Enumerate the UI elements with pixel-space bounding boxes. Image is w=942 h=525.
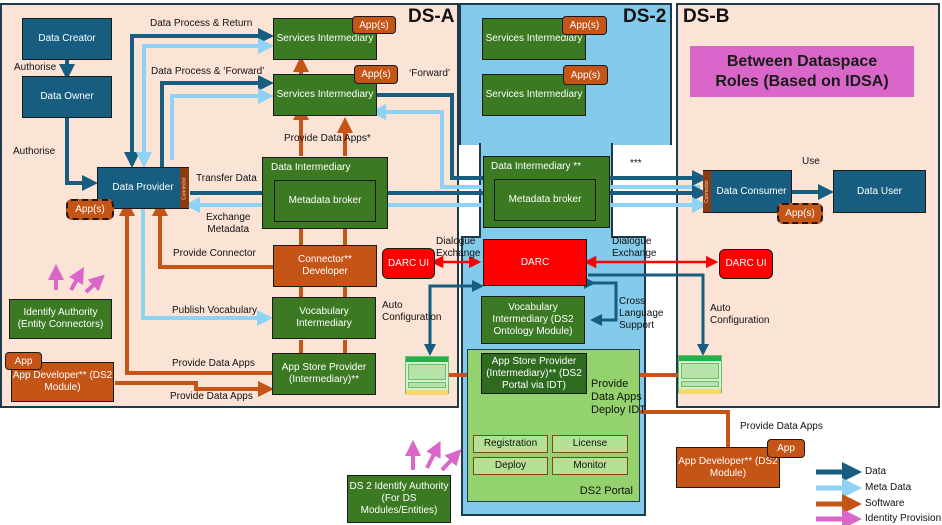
identify-authority-box: Identify Authority (Entity Connectors): [9, 299, 112, 339]
ds-b-title: DS-B: [683, 6, 730, 27]
label-transfer-data: Transfer Data: [196, 173, 257, 184]
label-dialogue-exchange-right: Dialogue Exchange: [612, 236, 657, 259]
legend-label-data: Data: [865, 466, 887, 477]
ds-2-metadata-broker: Metadata broker: [494, 179, 596, 221]
label-data-process-forward: Data Process & ‘Forward’: [151, 66, 265, 77]
banner-line-2: Roles (Based on IDSA): [715, 72, 889, 90]
label-provide-deploy: Provide Data Apps Deploy IDT: [591, 378, 647, 416]
data-consumer-label: Data Consumer: [716, 185, 787, 197]
ds-a-config-thumbnail: [405, 356, 449, 395]
ds-a-vocabulary-intermediary: Vocabulary Intermediary: [272, 297, 376, 339]
ds-b-darc-ui: DARC UI: [719, 249, 773, 279]
ds2-portal-title: DS2 Portal: [579, 485, 633, 497]
label-forward: ‘Forward’: [409, 68, 451, 79]
label-provide-data-apps-star: Provide Data Apps*: [284, 133, 371, 144]
arrow-provide-connector: [152, 200, 275, 269]
portal-module-registration[interactable]: Registration: [473, 435, 548, 453]
arrow-publish-vocabulary: [141, 208, 273, 326]
label-provide-data-apps-1: Provide Data Apps: [172, 358, 255, 369]
label-cross-language: Cross Language Support: [619, 296, 664, 331]
label-use: Use: [802, 156, 820, 167]
data-provider-label: Data Provider: [112, 182, 174, 193]
ds-2-services-1-apps: App(s): [562, 16, 607, 35]
ds-2-title: DS-2: [623, 6, 667, 27]
ds-2-data-intermediary-label: Data Intermediary **: [491, 161, 582, 172]
ds-b-app-developer: App Developer** (DS2 Module): [676, 447, 780, 488]
provider-connector-tab: Connector: [180, 168, 189, 208]
label-auto-config-left: Auto Configuration: [382, 300, 442, 323]
ds-a-services-1-apps: App(s): [352, 16, 396, 34]
label-authorise-1: Authorise: [14, 62, 57, 73]
label-data-process-return: Data Process & Return: [150, 18, 253, 29]
consumer-apps-badge: App(s): [777, 203, 823, 224]
ds-a-app-store-provider: App Store Provider (Intermediary)**: [272, 353, 376, 395]
arrow-appdev-to-store: [115, 381, 274, 397]
arrow-process-forward-meta: [170, 88, 274, 160]
arrow-process-forward-data: [160, 75, 274, 167]
identity-arrow-b2: [425, 440, 441, 469]
ds-2-vocabulary-intermediary: Vocabulary Intermediary (DS2 Ontology Mo…: [481, 296, 585, 344]
label-triple-star: ***: [630, 158, 642, 169]
identity-arrow-a2: [69, 267, 84, 291]
consumer-connector-tab: Connector: [703, 171, 711, 212]
ds-a-darc-ui: DARC UI: [382, 248, 435, 279]
label-exchange-metadata: Exchange Metadata: [206, 212, 251, 235]
label-provide-connector: Provide Connector: [173, 248, 256, 259]
ds-a-title: DS-A: [408, 6, 455, 27]
legend-label-metadata: Meta Data: [865, 482, 912, 493]
ds-a-app-developer-app: App: [5, 352, 42, 370]
banner-line-1: Between Dataspace: [726, 52, 878, 70]
arrow-owner-provider: [65, 117, 98, 191]
ds-2-data-intermediary: Data Intermediary ** Metadata broker: [483, 156, 610, 228]
label-dialogue-exchange-left: Dialogue Exchange: [436, 236, 481, 259]
arrow-store-to-provider: [119, 200, 275, 375]
data-creator-box: Data Creator: [22, 18, 112, 60]
provider-apps-badge: App(s): [66, 199, 114, 220]
label-authorise-2: Authorise: [13, 146, 56, 157]
ds-b-config-thumbnail: [678, 355, 722, 394]
data-owner-box: Data Owner: [22, 76, 112, 118]
portal-module-license[interactable]: License: [552, 435, 628, 453]
label-auto-config-right: Auto Configuration: [710, 303, 770, 326]
arrow-cross-language: [584, 277, 618, 326]
label-provide-data-apps-3: Provide Data Apps: [740, 421, 823, 432]
arrow-auto-config-right: [588, 273, 709, 356]
ds-2-services-2-apps: App(s): [563, 65, 608, 85]
portal-module-monitor[interactable]: Monitor: [552, 457, 628, 475]
data-user-box: Data User: [833, 170, 926, 213]
ds2-portal-app-store-provider: App Store Provider (Intermediary)** (DS2…: [481, 353, 587, 394]
legend-label-identity: Identity Provision: [865, 513, 942, 524]
ds-a-app-developer: App Developer** (DS2 Module): [11, 362, 114, 402]
ds-2-identify-authority: DS 2 Identify Authority (For DS Modules/…: [347, 475, 451, 523]
connector-developer-box: Connector** Developer: [273, 245, 377, 287]
identity-arrow-b3: [440, 449, 462, 472]
ds-a-data-intermediary-label: Data Intermediary: [271, 162, 351, 173]
legend-label-software: Software: [865, 498, 905, 509]
ds-a-services-2-apps: App(s): [354, 65, 398, 84]
ds-a-data-intermediary: Data Intermediary Metadata broker: [262, 157, 388, 229]
identity-arrow-a3: [84, 274, 105, 294]
ds-b-app-developer-app: App: [767, 439, 805, 458]
ds-2-services-intermediary-2: Services Intermediary: [482, 74, 586, 116]
ds-a-metadata-broker: Metadata broker: [274, 180, 376, 222]
label-publish-vocabulary: Publish Vocabulary: [172, 305, 258, 316]
banner: Between Dataspace Roles (Based on IDSA): [690, 46, 914, 97]
darc-box: DARC: [483, 239, 587, 286]
label-provide-data-apps-2: Provide Data Apps: [170, 391, 253, 402]
arrow-process-return-data: [130, 28, 274, 165]
portal-module-deploy[interactable]: Deploy: [473, 457, 548, 475]
